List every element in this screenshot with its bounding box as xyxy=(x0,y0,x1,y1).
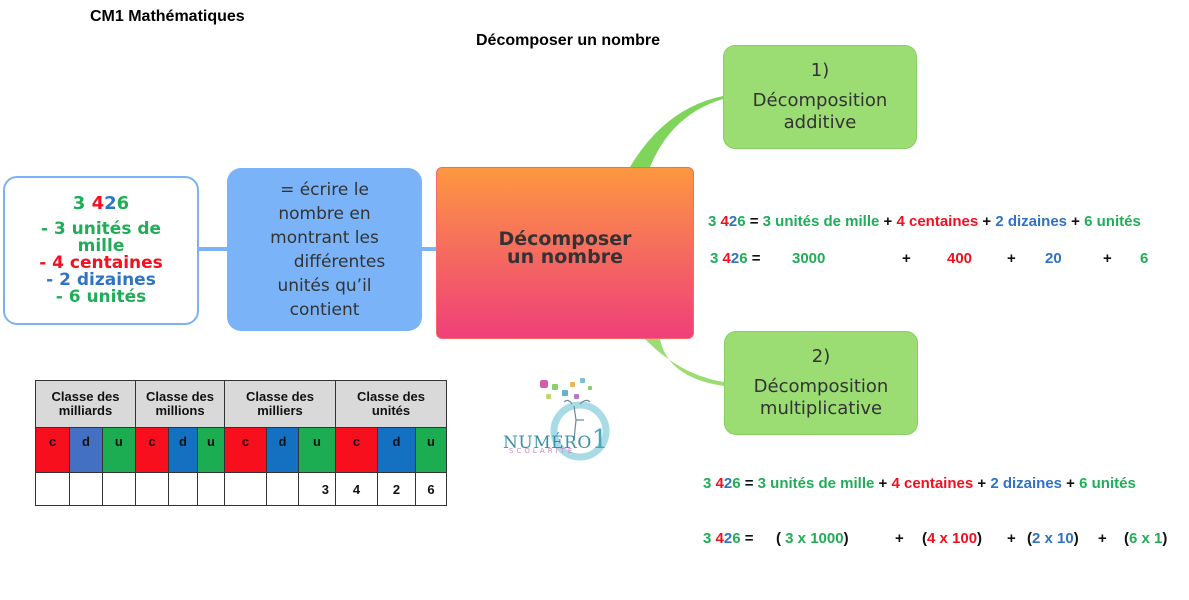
central-topic-node[interactable]: Décomposer un nombre xyxy=(436,167,694,339)
digit-label-u: u xyxy=(101,427,137,473)
digit-label-c: c xyxy=(34,427,71,473)
branch-multiplicative-node[interactable]: 2) Décomposition multiplicative xyxy=(724,331,918,435)
example-thousands-cont: mille xyxy=(77,236,125,256)
multiplicative-term-units: (6 x 1) xyxy=(1124,530,1168,547)
digit-cell-units[interactable]: 6 xyxy=(415,472,447,506)
digit-label-row: c d u c d u c d u c d u xyxy=(34,427,447,473)
digit-label-c: c xyxy=(224,427,267,473)
digit-label-d: d xyxy=(69,427,103,473)
plus-sign: + xyxy=(1007,530,1016,547)
definition-line: nombre en xyxy=(278,203,371,224)
multiplicative-equation-lhs: 3 426 = xyxy=(703,530,754,547)
plus-sign: + xyxy=(902,250,911,267)
multiplicative-term-hundreds: (4 x 100) xyxy=(922,530,983,547)
digit-cell[interactable] xyxy=(101,472,137,506)
definition-line: unités qu’il xyxy=(277,275,372,296)
additive-value-hundreds: 400 xyxy=(947,250,973,267)
digit-label-d: d xyxy=(168,427,198,473)
example-units: - 6 unités xyxy=(55,287,147,307)
branch-multiplicative-line2: multiplicative xyxy=(759,398,883,419)
digit-cell[interactable] xyxy=(69,472,103,506)
multiplicative-term-tens: (2 x 10) xyxy=(1027,530,1079,547)
plus-sign: + xyxy=(1098,530,1107,547)
additive-value-units: 6 xyxy=(1140,250,1149,267)
definition-line: montrant les xyxy=(270,227,379,248)
branch-additive-step: 1) xyxy=(810,60,830,81)
central-topic-line1: Décomposer xyxy=(498,228,632,250)
digit-cell[interactable] xyxy=(224,472,267,506)
example-number: 3 426 xyxy=(72,193,130,214)
definition-node[interactable]: = écrire le nombre en montrant les diffé… xyxy=(227,168,422,331)
digit-label-c: c xyxy=(335,427,378,473)
digit-cell-thousands[interactable]: 3 xyxy=(298,472,336,506)
main-title: Décomposer un nombre xyxy=(476,32,661,49)
digit-cell[interactable] xyxy=(34,472,71,506)
example-hundreds: - 4 centaines xyxy=(39,253,163,273)
connector-center-multiplicative xyxy=(645,339,724,386)
branch-multiplicative-step: 2) xyxy=(811,346,831,367)
digit-label-u: u xyxy=(298,427,336,473)
digit-cell[interactable] xyxy=(135,472,169,506)
digit-cell-tens[interactable]: 2 xyxy=(377,472,416,506)
logo-subtitle: SCOLARITÉ xyxy=(509,447,576,455)
connector-center-additive xyxy=(630,96,723,167)
branch-additive-line2: additive xyxy=(783,112,857,133)
connector-definition-center xyxy=(422,247,436,251)
digit-cell[interactable] xyxy=(168,472,198,506)
digit-label-u: u xyxy=(197,427,225,473)
branch-additive-node[interactable]: 1) Décomposition additive xyxy=(723,45,917,149)
definition-line: différentes xyxy=(293,251,386,272)
example-tens: - 2 dizaines xyxy=(46,270,156,290)
digit-cell[interactable] xyxy=(266,472,299,506)
multiplicative-equation-words: 3 426 = 3 unités de mille + 4 centaines … xyxy=(703,475,1136,492)
digit-label-d: d xyxy=(377,427,416,473)
digit-cell[interactable] xyxy=(197,472,225,506)
digit-cell-hundreds[interactable]: 4 xyxy=(335,472,378,506)
page-title: CM1 Mathématiques xyxy=(90,8,245,25)
multiplicative-term-thousands: ( 3 x 1000) xyxy=(776,530,849,547)
digit-value-row: 3 4 2 6 xyxy=(34,472,447,506)
plus-sign: + xyxy=(1103,250,1112,267)
digit-label-d: d xyxy=(266,427,299,473)
additive-equation-values-lhs: 3 426 = xyxy=(710,250,761,267)
plus-sign: + xyxy=(1007,250,1016,267)
plus-sign: + xyxy=(895,530,904,547)
branch-additive-line1: Décomposition xyxy=(752,90,888,111)
definition-line: = écrire le xyxy=(280,179,369,200)
additive-equation-words: 3 426 = 3 unités de mille + 4 centaines … xyxy=(708,213,1141,230)
connector-example-definition xyxy=(199,247,227,251)
branch-multiplicative-line1: Décomposition xyxy=(753,376,889,397)
central-topic-line2: un nombre xyxy=(507,246,623,268)
logo-text: NUMÉRO1 xyxy=(503,425,609,455)
example-thousands: - 3 unités de xyxy=(40,219,162,239)
example-node[interactable]: 3 426 - 3 unités de mille - 4 centaines … xyxy=(3,176,199,325)
digit-label-u: u xyxy=(415,427,447,473)
definition-line: contient xyxy=(289,299,360,320)
digit-label-c: c xyxy=(135,427,169,473)
additive-value-thousands: 3000 xyxy=(792,250,826,267)
additive-value-tens: 20 xyxy=(1045,250,1062,267)
numero1-logo-icon xyxy=(540,378,610,461)
